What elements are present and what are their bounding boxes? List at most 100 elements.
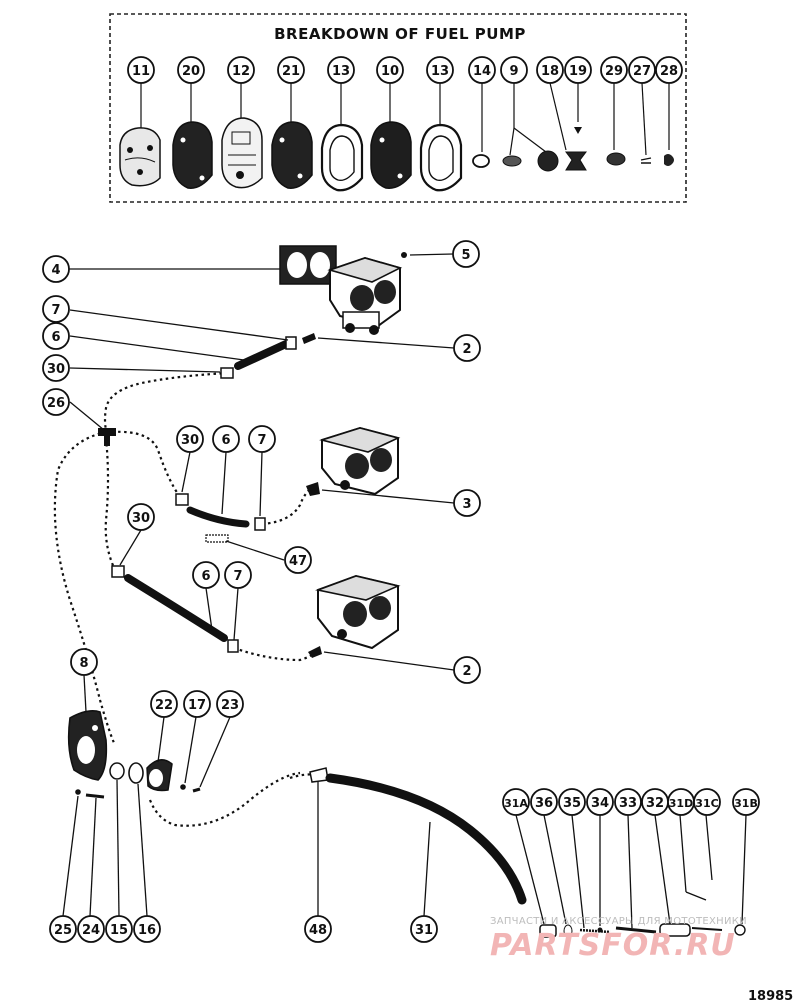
inset-frame: [109, 13, 687, 203]
callout-5: 5: [452, 240, 480, 268]
inset-part-18-retainer: [565, 151, 587, 171]
svg-text:34: 34: [591, 796, 609, 811]
svg-text:6: 6: [221, 433, 230, 448]
svg-text:22: 22: [155, 698, 173, 713]
clamp-7-bottom: [227, 639, 239, 653]
callout-26: 26: [42, 388, 70, 416]
inset-part-20-diaphragm: [172, 121, 213, 189]
inset-part-13-gasket-b: [419, 123, 463, 192]
callout-30-bottom: 30: [127, 503, 155, 531]
svg-text:24: 24: [82, 923, 100, 938]
inset-callout-19: 19: [564, 56, 592, 84]
inset-part-19-valve: [574, 127, 582, 134]
inset-callout-21: 21: [277, 56, 305, 84]
svg-text:27: 27: [633, 64, 651, 79]
svg-text:19: 19: [569, 64, 587, 79]
inset-callout-9: 9: [500, 56, 528, 84]
svg-text:33: 33: [619, 796, 637, 811]
fuel-pump-8: [67, 710, 108, 781]
filter-cup-22: [146, 759, 173, 792]
svg-text:31B: 31B: [734, 797, 758, 810]
callout-31: 31: [410, 915, 438, 943]
svg-text:9: 9: [509, 64, 518, 79]
callout-31c: 31C: [693, 788, 721, 816]
callout-31a: 31A: [502, 788, 530, 816]
callout-6-top: 6: [42, 322, 70, 350]
svg-text:7: 7: [233, 569, 242, 584]
gasket-4: [279, 245, 337, 285]
callout-15: 15: [105, 915, 133, 943]
svg-text:5: 5: [461, 248, 470, 263]
callout-7-top: 7: [42, 295, 70, 323]
callout-7-bottom: 7: [224, 561, 252, 589]
hose-6-bottom: [124, 574, 228, 642]
inset-part-14-ring: [472, 154, 490, 168]
inset-callout-12: 12: [227, 56, 255, 84]
svg-text:18: 18: [541, 64, 559, 79]
fuel-connector-assembly: [539, 923, 746, 938]
svg-text:13: 13: [332, 64, 350, 79]
svg-text:13: 13: [431, 64, 449, 79]
figure-number: 18985: [748, 989, 793, 1004]
carburetor-bottom: [315, 574, 401, 650]
callout-17: 17: [183, 690, 211, 718]
svg-text:26: 26: [47, 396, 65, 411]
inset-callout-14: 14: [468, 56, 496, 84]
callout-6-bottom: 6: [192, 561, 220, 589]
screw-5: [401, 252, 407, 258]
svg-text:7: 7: [257, 433, 266, 448]
washer-15: [109, 762, 125, 780]
tee-fitting-26: [98, 428, 116, 446]
screw-24: [85, 793, 105, 799]
leader-lines: [62, 253, 747, 929]
inset-part-11-cover: [119, 127, 161, 187]
callout-35: 35: [558, 788, 586, 816]
inset-part-21-diaphragm: [271, 121, 313, 189]
carburetor-middle: [319, 426, 401, 496]
inset-part-28-clip: [664, 154, 674, 166]
callout-47: 47: [284, 546, 312, 574]
inset-part-12-body: [221, 117, 263, 189]
svg-text:15: 15: [110, 923, 128, 938]
svg-text:28: 28: [660, 64, 678, 79]
inset-leader-lines: [140, 82, 670, 156]
svg-text:2: 2: [462, 664, 471, 679]
svg-text:7: 7: [51, 303, 60, 318]
svg-text:30: 30: [47, 362, 65, 377]
o-ring-16: [128, 762, 144, 784]
fitting-2-top: [302, 333, 316, 344]
spring-47: [205, 534, 229, 543]
svg-text:17: 17: [188, 698, 206, 713]
svg-text:2: 2: [462, 342, 471, 357]
inset-callout-28: 28: [655, 56, 683, 84]
clamp-7-top: [285, 336, 297, 350]
svg-text:29: 29: [605, 64, 623, 79]
svg-text:31C: 31C: [695, 797, 718, 810]
svg-text:25: 25: [54, 923, 72, 938]
carburetor-top: [327, 256, 403, 335]
svg-text:16: 16: [138, 923, 156, 938]
inset-part-9-valve: [502, 155, 522, 167]
svg-text:31: 31: [415, 923, 433, 938]
svg-text:31D: 31D: [669, 797, 693, 810]
watermark-caption: ЗАПЧАСТИ И АКСЕССУАРЫ ДЛЯ МОТОТЕХНИКИ: [490, 916, 747, 927]
callout-34: 34: [586, 788, 614, 816]
svg-text:12: 12: [232, 64, 250, 79]
hose-6-middle: [186, 506, 250, 528]
svg-text:31A: 31A: [504, 797, 528, 810]
svg-text:11: 11: [132, 64, 150, 79]
svg-text:14: 14: [473, 64, 491, 79]
callout-31d: 31D: [667, 788, 695, 816]
callout-23: 23: [216, 690, 244, 718]
fitting-3: [306, 482, 320, 496]
svg-text:30: 30: [181, 433, 199, 448]
inset-callout-27: 27: [628, 56, 656, 84]
inset-callout-10: 10: [376, 56, 404, 84]
callout-36: 36: [530, 788, 558, 816]
svg-text:32: 32: [646, 796, 664, 811]
inset-callout-13a: 13: [327, 56, 355, 84]
inset-callout-29: 29: [600, 56, 628, 84]
svg-text:36: 36: [535, 796, 553, 811]
svg-text:4: 4: [51, 263, 60, 278]
